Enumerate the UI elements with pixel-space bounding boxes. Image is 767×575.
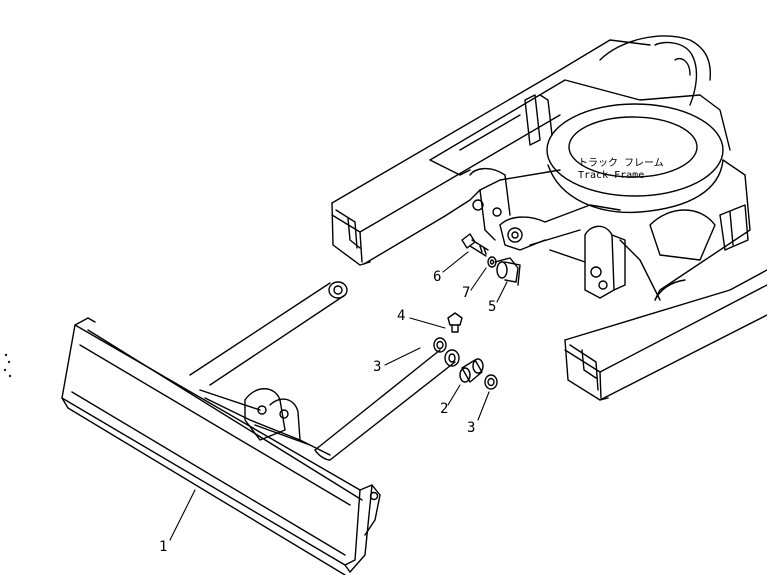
track-frame	[331, 35, 751, 301]
push-arm-assembly	[189, 281, 456, 461]
callout-3-right: 3	[467, 420, 476, 436]
callout-3-left: 3	[373, 359, 382, 375]
bushing-2	[459, 358, 484, 383]
bushing-end	[444, 349, 460, 367]
dozer-blade	[61, 317, 381, 575]
scan-speck	[3, 353, 12, 378]
callout-6: 6	[433, 269, 442, 285]
callout-4: 4	[397, 308, 406, 324]
seal-3-right	[484, 374, 498, 390]
track-frame-label-en: Track Frame	[578, 169, 645, 181]
grease-fitting-4	[447, 312, 463, 333]
callout-7: 7	[462, 285, 471, 301]
track-frame-label: トラック フレーム Track Frame	[578, 158, 664, 181]
pin-bolt-6	[461, 233, 489, 257]
leader-lines	[169, 251, 508, 541]
callout-5: 5	[488, 299, 497, 315]
track-frame-label-jp: トラック フレーム	[578, 158, 664, 169]
pin-5	[494, 257, 521, 286]
lower-frame-beam	[564, 269, 767, 401]
callout-2: 2	[440, 401, 449, 417]
seal-3-left	[433, 337, 447, 353]
callout-1: 1	[159, 539, 168, 555]
